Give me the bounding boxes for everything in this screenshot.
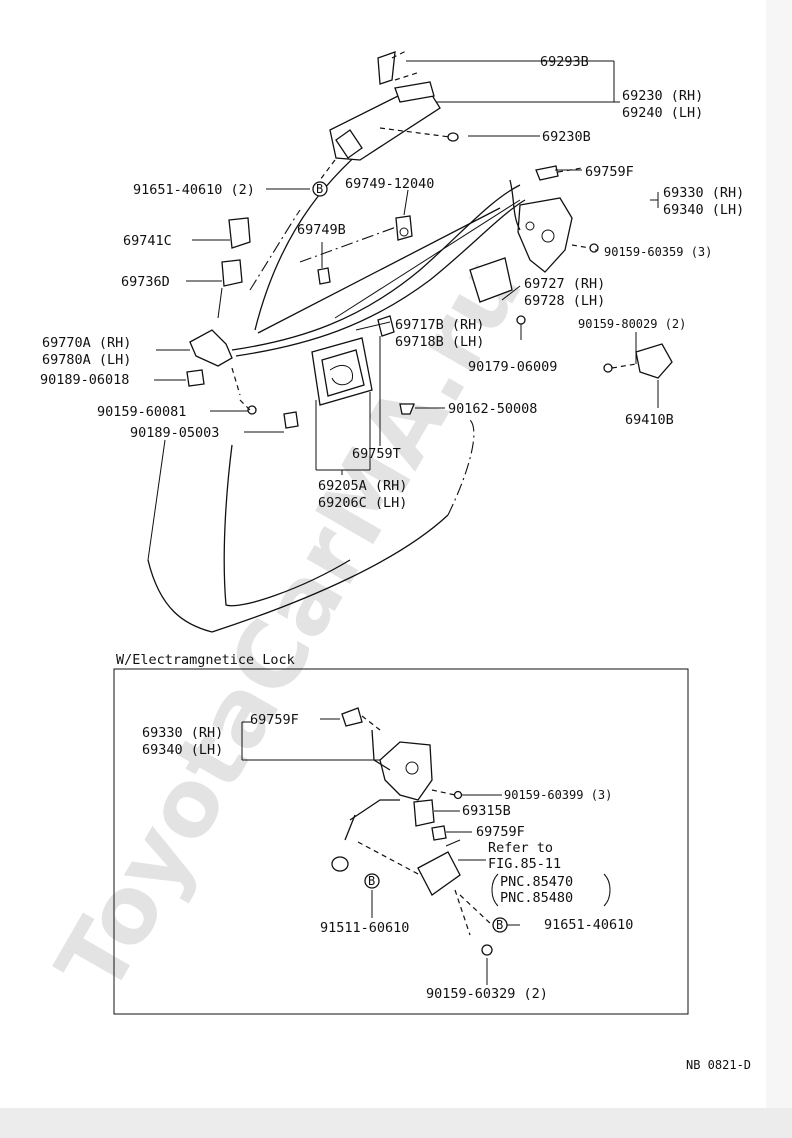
section-title: W/Electramgnetice Lock bbox=[116, 652, 295, 668]
callout-69741C: 69741C bbox=[123, 233, 172, 249]
callout-69330: 69330 (RH) bbox=[663, 185, 744, 201]
callout-69770A: 69770A (RH) bbox=[42, 335, 131, 351]
inset-fig-ref: FIG.85-11 bbox=[488, 856, 561, 872]
callout-69780A: 69780A (LH) bbox=[42, 352, 131, 368]
callout-90189-05003: 90189-05003 bbox=[130, 425, 219, 441]
inset-callout-69759F-a: 69759F bbox=[250, 712, 299, 728]
callout-69340: 69340 (LH) bbox=[663, 202, 744, 218]
bolt-marker: B bbox=[368, 874, 375, 888]
inset-callout-69340: 69340 (LH) bbox=[142, 742, 223, 758]
inset-callout-69315B: 69315B bbox=[462, 803, 511, 819]
misc-small-parts bbox=[395, 215, 673, 415]
leader-lines bbox=[154, 60, 659, 475]
callout-69728: 69728 (LH) bbox=[524, 293, 605, 309]
right-margin bbox=[766, 0, 792, 1108]
callout-90159-60359: 90159-60359 (3) bbox=[604, 245, 712, 259]
bolt-marker: B bbox=[496, 918, 503, 932]
lock-rods bbox=[231, 184, 526, 357]
callout-69717B: 69717B (RH) bbox=[395, 317, 484, 333]
bolt-markers-inset: B B bbox=[364, 873, 508, 933]
inset-callout-90159-60329: 90159-60329 (2) bbox=[426, 986, 548, 1002]
door-lock-assembly bbox=[509, 165, 599, 273]
inset-callouts: 69759F 69330 (RH) 69340 (LH) 90159-60399… bbox=[142, 712, 633, 1002]
outside-handle bbox=[319, 49, 459, 181]
callout-69410B: 69410B bbox=[625, 412, 674, 428]
inset-callout-69759F-b: 69759F bbox=[476, 824, 525, 840]
inset-callout-69330: 69330 (RH) bbox=[142, 725, 223, 741]
inset-callout-90159-60399: 90159-60399 (3) bbox=[504, 788, 612, 802]
callout-69206C: 69206C (LH) bbox=[318, 495, 407, 511]
callout-69230: 69230 (RH) bbox=[622, 88, 703, 104]
callout-69749B: 69749B bbox=[297, 222, 346, 238]
callout-91651-top: 91651-40610 (2) bbox=[133, 182, 255, 198]
callout-69759T: 69759T bbox=[352, 446, 401, 462]
inset-leader-lines bbox=[241, 718, 520, 985]
callout-69759F-top: 69759F bbox=[585, 164, 634, 180]
callout-69736D: 69736D bbox=[121, 274, 170, 290]
bolt-markers-top: B bbox=[312, 181, 328, 197]
callout-69240: 69240 (LH) bbox=[622, 105, 703, 121]
bolt-marker: B bbox=[316, 182, 323, 196]
callout-69718B: 69718B (LH) bbox=[395, 334, 484, 350]
drawing-code: NB 0821-D bbox=[686, 1058, 751, 1072]
inside-handle-frame bbox=[311, 315, 395, 471]
callout-90179: 90179-06009 bbox=[468, 359, 557, 375]
callout-69727: 69727 (RH) bbox=[524, 276, 605, 292]
callout-90159-80029: 90159-80029 (2) bbox=[578, 317, 686, 331]
inset-pnc-2: PNC.85480 bbox=[500, 890, 573, 906]
callout-90189-06018: 90189-06018 bbox=[40, 372, 129, 388]
inset-callout-91511: 91511-60610 bbox=[320, 920, 409, 936]
callout-69230B: 69230B bbox=[542, 129, 591, 145]
pnc-brackets bbox=[491, 873, 611, 907]
lock-knob-linkage bbox=[186, 217, 331, 429]
inset-refer-to: Refer to bbox=[488, 840, 553, 856]
callout-90159-60081: 90159-60081 bbox=[97, 404, 186, 420]
callout-69293B: 69293B bbox=[540, 54, 589, 70]
callout-69205A: 69205A (RH) bbox=[318, 478, 407, 494]
inset-callout-91651: 91651-40610 bbox=[544, 917, 633, 933]
bottom-margin bbox=[0, 1108, 792, 1138]
callout-90162: 90162-50008 bbox=[448, 401, 537, 417]
top-callouts: 69293B 69230 (RH) 69240 (LH) 69230B 6975… bbox=[40, 54, 744, 511]
inset-pnc-1: PNC.85470 bbox=[500, 874, 573, 890]
inset-frame bbox=[113, 668, 689, 1015]
callout-69749: 69749-12040 bbox=[345, 176, 434, 192]
